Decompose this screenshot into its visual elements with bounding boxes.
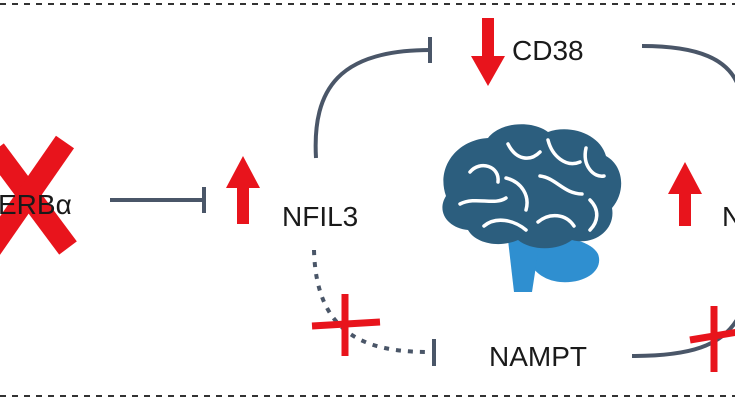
- brain-icon: [442, 124, 622, 292]
- red-plus-cross-icon: [311, 294, 381, 356]
- red-x-cross-icon: [0, 135, 77, 255]
- cd38-right-connector: [641, 44, 735, 84]
- nampt-right-connector: [631, 318, 735, 358]
- red-down-arrow-icon: [471, 18, 505, 86]
- reverb-label: ERBα: [0, 189, 72, 220]
- red-up-arrow-icon: [226, 156, 260, 224]
- right-node-label: N: [722, 201, 735, 232]
- right-red-up-arrow-icon: [668, 162, 702, 226]
- nampt-label: NAMPT: [489, 341, 587, 372]
- nfil3-label: NFIL3: [282, 201, 358, 232]
- reverb-inhibits-nfil3-connector: [110, 187, 206, 213]
- nfil3-nampt-dotted-connector: [312, 249, 436, 366]
- nfil3-inhibits-cd38-connector: [313, 37, 432, 159]
- right-red-plus-cross-icon: [689, 306, 735, 372]
- cd38-label: CD38: [512, 35, 584, 66]
